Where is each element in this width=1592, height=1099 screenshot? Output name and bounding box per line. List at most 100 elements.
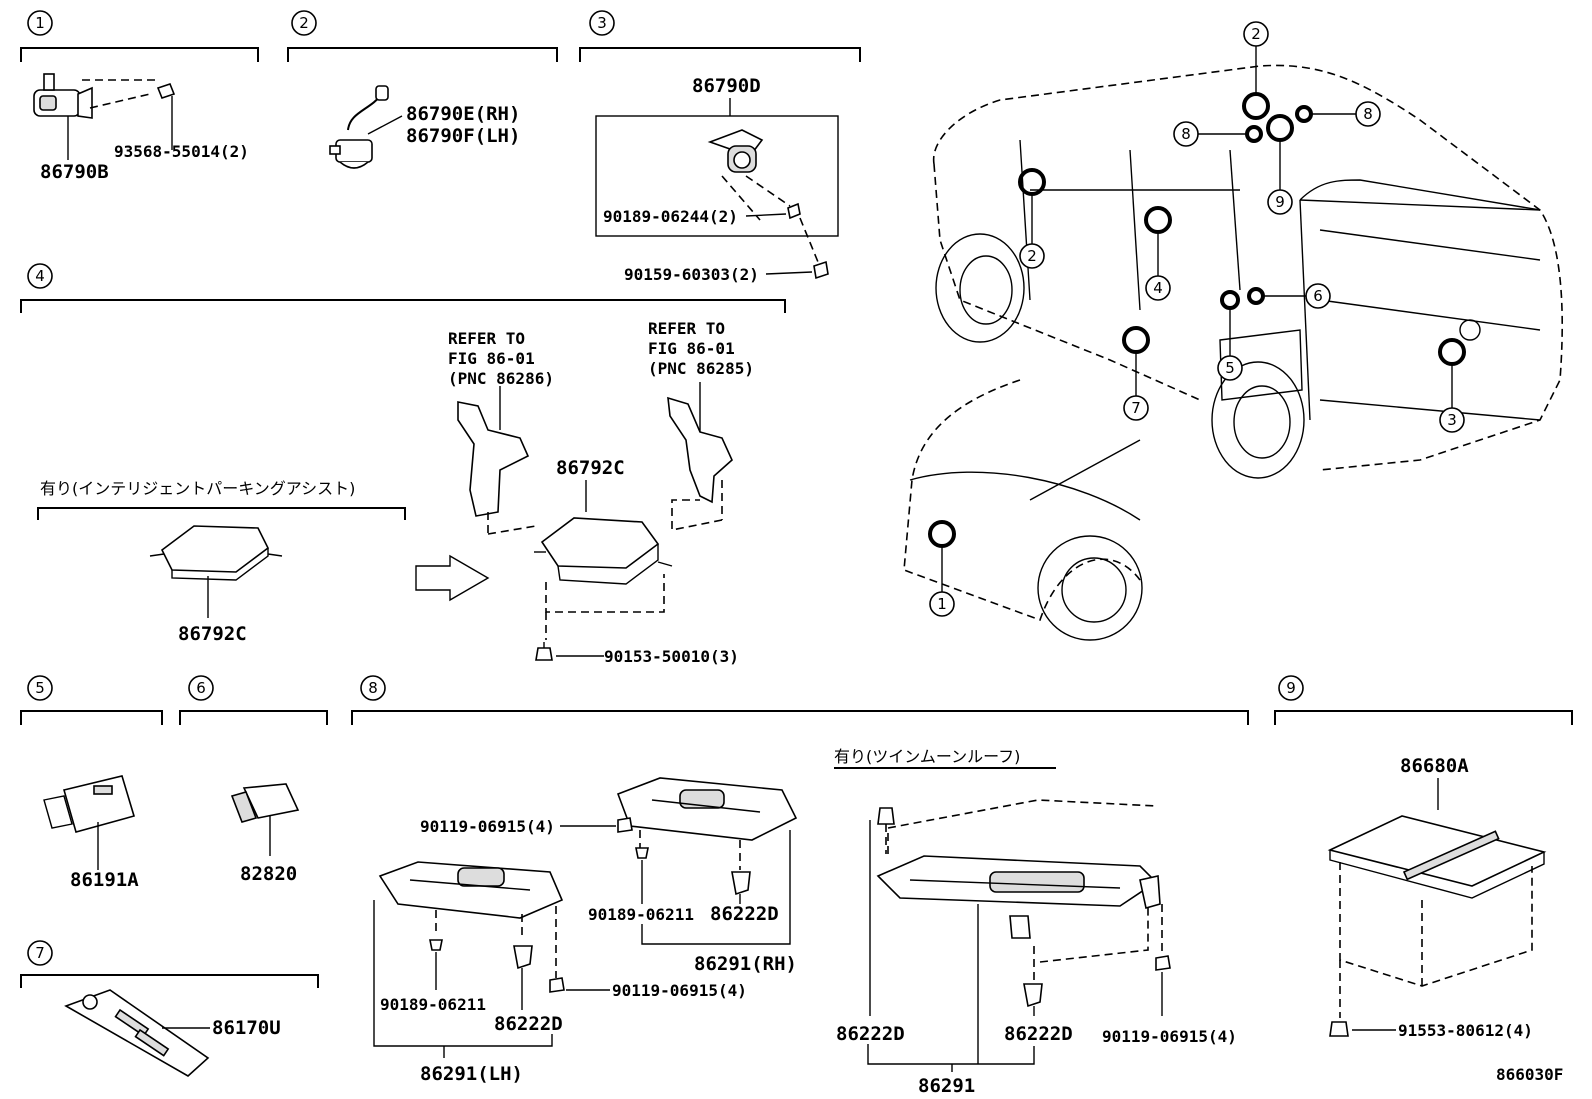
ecu-old-86792C — [149, 525, 283, 618]
label-90189-06211-b: 90189-06211 — [380, 995, 486, 1014]
car-marker-9: 9 — [1266, 114, 1294, 215]
module-86191A — [43, 775, 136, 870]
label-82820: 82820 — [240, 863, 297, 885]
section-9-header: 9 — [1274, 675, 1573, 725]
svg-text:3: 3 — [597, 14, 607, 32]
clip-86222D-b — [513, 945, 533, 1010]
clip-90189-b — [429, 939, 443, 990]
screw-90119-b — [549, 977, 565, 993]
label-86291-LH: 86291(LH) — [420, 1063, 523, 1085]
label-86222D-d: 86222D — [1004, 1023, 1073, 1045]
label-90159: 90159-60303(2) — [624, 265, 759, 284]
svg-text:6: 6 — [196, 679, 206, 697]
section-2-header: 2 — [287, 10, 558, 62]
label-jp-parking: 有り(インテリジェントパーキングアシスト) — [40, 479, 355, 498]
svg-text:3: 3 — [1447, 411, 1457, 429]
svg-text:9: 9 — [1286, 679, 1296, 697]
label-86790E: 86790E(RH) — [406, 103, 520, 125]
bracket-86285 — [667, 382, 733, 520]
clip-86222D-d — [1023, 946, 1043, 1016]
label-86680A: 86680A — [1400, 755, 1469, 777]
display-86680A — [1327, 815, 1547, 1018]
clip-86222D-c — [869, 807, 895, 1016]
label-86291: 86291 — [918, 1075, 975, 1097]
svg-text:2: 2 — [299, 14, 309, 32]
svg-text:8: 8 — [368, 679, 378, 697]
svg-text:1: 1 — [937, 595, 947, 613]
refer-note-2-line3: (PNC 86285) — [648, 359, 754, 378]
arrow-replacement — [415, 554, 490, 602]
screw-90189-06244 — [787, 202, 801, 220]
section-4-header: 4 — [20, 263, 786, 313]
label-86222D-b: 86222D — [494, 1013, 563, 1035]
svg-text:7: 7 — [1131, 399, 1141, 417]
section-5-header: 5 — [20, 675, 163, 725]
label-90119-c: 90119-06915(4) — [1102, 1027, 1237, 1046]
camera-86790D — [707, 129, 791, 221]
refer-note-2-line1: REFER TO — [648, 319, 725, 338]
car-marker-2a: 2 — [1242, 21, 1270, 120]
clip-86222D-a — [731, 871, 751, 904]
section-8-header: 8 — [351, 675, 1249, 725]
harness-86790E-F — [329, 85, 403, 169]
label-90119-b: 90119-06915(4) — [612, 981, 747, 1000]
svg-text:5: 5 — [35, 679, 45, 697]
label-jp-moonroof: 有り(ツインムーンルーフ) — [834, 747, 1020, 766]
refer-note-1-line1: REFER TO — [448, 329, 525, 348]
svg-text:6: 6 — [1313, 287, 1323, 305]
svg-text:8: 8 — [1363, 105, 1373, 123]
label-86222D-c: 86222D — [836, 1023, 905, 1045]
lamp-center-86291 — [876, 799, 1161, 963]
car-marker-1: 1 — [928, 520, 956, 617]
svg-text:4: 4 — [1153, 279, 1163, 297]
car-marker-8a: 8 — [1295, 101, 1381, 127]
section-6-header: 6 — [179, 675, 328, 725]
bracket-86286 — [457, 386, 530, 534]
refer-note-1-line2: FIG 86-01 — [448, 349, 535, 368]
assembly-box-86790D — [595, 115, 839, 237]
label-93568: 93568-55014(2) — [114, 142, 249, 161]
remote-86170U — [64, 989, 210, 1077]
bolt-93568 — [156, 83, 176, 150]
label-90119-a: 90119-06915(4) — [420, 817, 555, 836]
car-marker-5: 5 — [1217, 290, 1243, 381]
section-7-header: 7 — [20, 940, 319, 988]
car-marker-8b: 8 — [1173, 121, 1263, 147]
vehicle-illustration — [903, 64, 1563, 641]
svg-text:8: 8 — [1181, 125, 1191, 143]
lamp-lh-86291 — [378, 861, 564, 978]
label-86790D: 86790D — [692, 75, 761, 97]
label-90153: 90153-50010(3) — [604, 647, 739, 666]
label-86222D-a: 86222D — [710, 903, 779, 925]
bolt-91553 — [1329, 1021, 1349, 1037]
svg-text:5: 5 — [1225, 359, 1235, 377]
label-91553: 91553-80612(4) — [1398, 1021, 1533, 1040]
car-marker-6: 6 — [1247, 283, 1331, 309]
bolt-90153 — [535, 642, 553, 661]
section-1-header: 1 — [20, 10, 259, 62]
car-marker-2b: 2 — [1018, 168, 1046, 269]
svg-text:9: 9 — [1275, 193, 1285, 211]
svg-text:1: 1 — [35, 14, 45, 32]
car-marker-4: 4 — [1144, 206, 1172, 301]
svg-text:2: 2 — [1251, 25, 1261, 43]
car-marker-3: 3 — [1438, 338, 1466, 433]
svg-text:7: 7 — [35, 944, 45, 962]
label-90189-06211-a: 90189-06211 — [588, 905, 694, 924]
connector-82820 — [230, 783, 300, 856]
figure-code: 866030F — [1496, 1065, 1563, 1084]
section-3-header: 3 — [579, 10, 861, 62]
refer-note-2-line2: FIG 86-01 — [648, 339, 735, 358]
clip-90189-a — [635, 847, 649, 904]
svg-text:2: 2 — [1027, 247, 1037, 265]
label-90189-06244: 90189-06244(2) — [603, 207, 738, 226]
screw-90159 — [813, 260, 829, 280]
label-86790B: 86790B — [40, 161, 109, 183]
ecu-new-86792C: 86792C — [487, 457, 723, 640]
refer-note-1-line3: (PNC 86286) — [448, 369, 554, 388]
screw-90119-c — [1155, 904, 1171, 1016]
label-86291-RH: 86291(RH) — [694, 953, 797, 975]
label-86792C-new: 86792C — [556, 457, 625, 479]
